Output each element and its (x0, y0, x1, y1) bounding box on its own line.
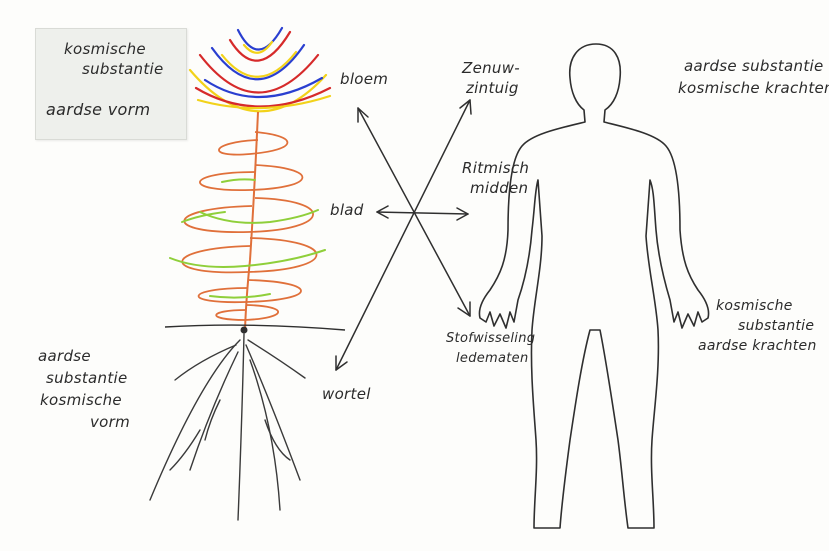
right-side-line1: kosmische (716, 298, 793, 315)
root-4 (246, 345, 300, 480)
root-text-aardse: aardse (38, 348, 91, 365)
label-wortel: wortel (322, 386, 371, 403)
leaf-loop-6 (216, 305, 278, 320)
right-side-line2: substantie (738, 318, 814, 335)
root-5 (248, 340, 305, 378)
ground-line (165, 325, 345, 330)
root-7 (205, 400, 220, 440)
root-main (238, 334, 244, 520)
label-ritmisch: Ritmisch (462, 160, 529, 177)
leaf-spirals-orange (182, 132, 316, 320)
label-stofwisseling: Stofwisseling (446, 330, 535, 347)
arrow-blad-ritmisch (377, 212, 468, 214)
note-line-substantie: substantie (82, 61, 164, 78)
root-6 (250, 360, 280, 510)
root-text-kosmische: kosmische (40, 392, 122, 409)
root-text-substantie: substantie (46, 370, 128, 387)
leaf-loop-2 (200, 165, 302, 190)
leaf-loop-1 (219, 132, 287, 155)
root-1 (150, 340, 240, 500)
right-side-line3: aardse krachten (698, 338, 817, 355)
leaf-green-5 (210, 294, 270, 298)
label-ledematen: ledematen (456, 350, 529, 367)
top-right-line1: aardse substantie (684, 58, 824, 75)
flower-arc-yellow-mid (222, 52, 296, 77)
leaf-loop-5 (199, 280, 301, 302)
leaf-green-1 (222, 179, 255, 182)
top-right-line2: kosmische krachten (678, 80, 829, 97)
root-3 (190, 352, 238, 470)
note-line-aardse-vorm: aardse vorm (46, 101, 150, 118)
note-card: kosmische substantie aardse vorm (35, 28, 187, 140)
label-bloem: bloem (340, 71, 388, 88)
flower-arc-red-mid (230, 32, 290, 61)
root-text-vorm: vorm (90, 414, 130, 431)
note-line-kosmische: kosmische (64, 41, 146, 58)
label-zenuw: Zenuw- (462, 60, 520, 77)
flower-arcs (190, 28, 330, 111)
label-midden: midden (470, 180, 528, 197)
roots (150, 334, 305, 520)
label-blad: blad (330, 202, 364, 219)
seed-dot (241, 327, 248, 334)
leaf-green-2 (200, 210, 318, 223)
root-9 (170, 430, 200, 470)
label-zintuig: zintuig (466, 80, 519, 97)
arrowhead-bloem (358, 108, 368, 122)
human-outline (479, 44, 708, 528)
